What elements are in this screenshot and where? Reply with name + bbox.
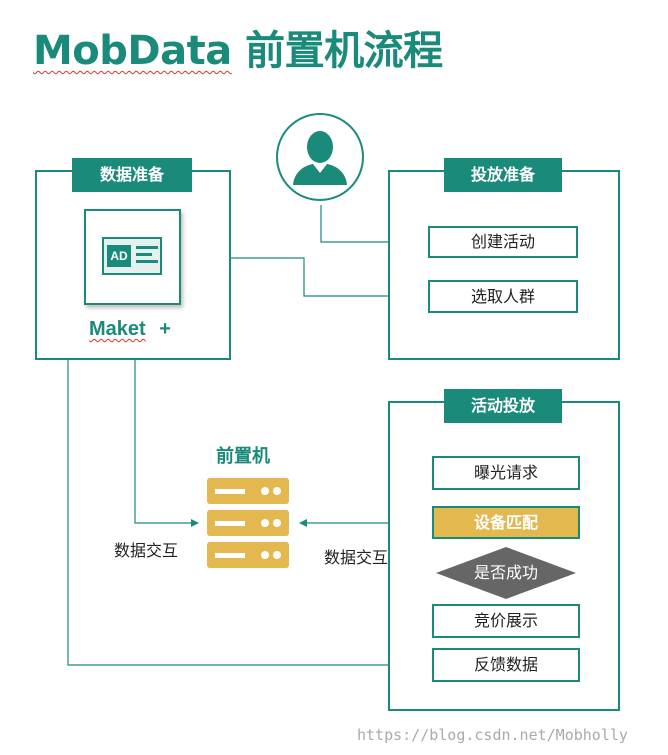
line-maket-to-machine <box>134 352 199 527</box>
plus-icon: + <box>159 318 171 340</box>
step-select-audience: 选取人群 <box>428 280 578 313</box>
decision-label: 是否成功 <box>473 563 538 582</box>
ad-icon-badge: AD <box>107 245 131 267</box>
page-title: MobData 前置机流程 <box>33 18 443 76</box>
title-rest: 前置机流程 <box>231 28 443 74</box>
step-feedback-data: 反馈数据 <box>432 648 580 682</box>
ad-card: AD <box>84 209 181 305</box>
front-machine-label: 前置机 <box>216 446 270 467</box>
watermark: https://blog.csdn.net/Mobholly <box>357 726 628 744</box>
ad-icon: AD <box>102 237 162 275</box>
delivery-prep-panel <box>388 170 620 360</box>
decision-success: 是否成功 <box>436 547 576 599</box>
title-brand: MobData <box>33 28 232 74</box>
line-ad-select <box>181 254 429 300</box>
step-bid-display: 竞价展示 <box>432 604 580 638</box>
delivery-prep-tag: 投放准备 <box>444 158 562 192</box>
interaction-label-left: 数据交互 <box>114 541 179 560</box>
data-prep-tag: 数据准备 <box>72 158 192 192</box>
step-device-match: 设备匹配 <box>432 506 580 539</box>
person-icon <box>276 113 364 201</box>
maket-name: Maket <box>89 318 146 340</box>
campaign-tag: 活动投放 <box>444 389 562 423</box>
maket-label: Maket + <box>89 318 171 341</box>
step-create-campaign: 创建活动 <box>428 226 578 258</box>
interaction-label-right: 数据交互 <box>324 548 389 567</box>
step-exposure-request: 曝光请求 <box>432 456 580 490</box>
server-icon <box>207 478 289 568</box>
